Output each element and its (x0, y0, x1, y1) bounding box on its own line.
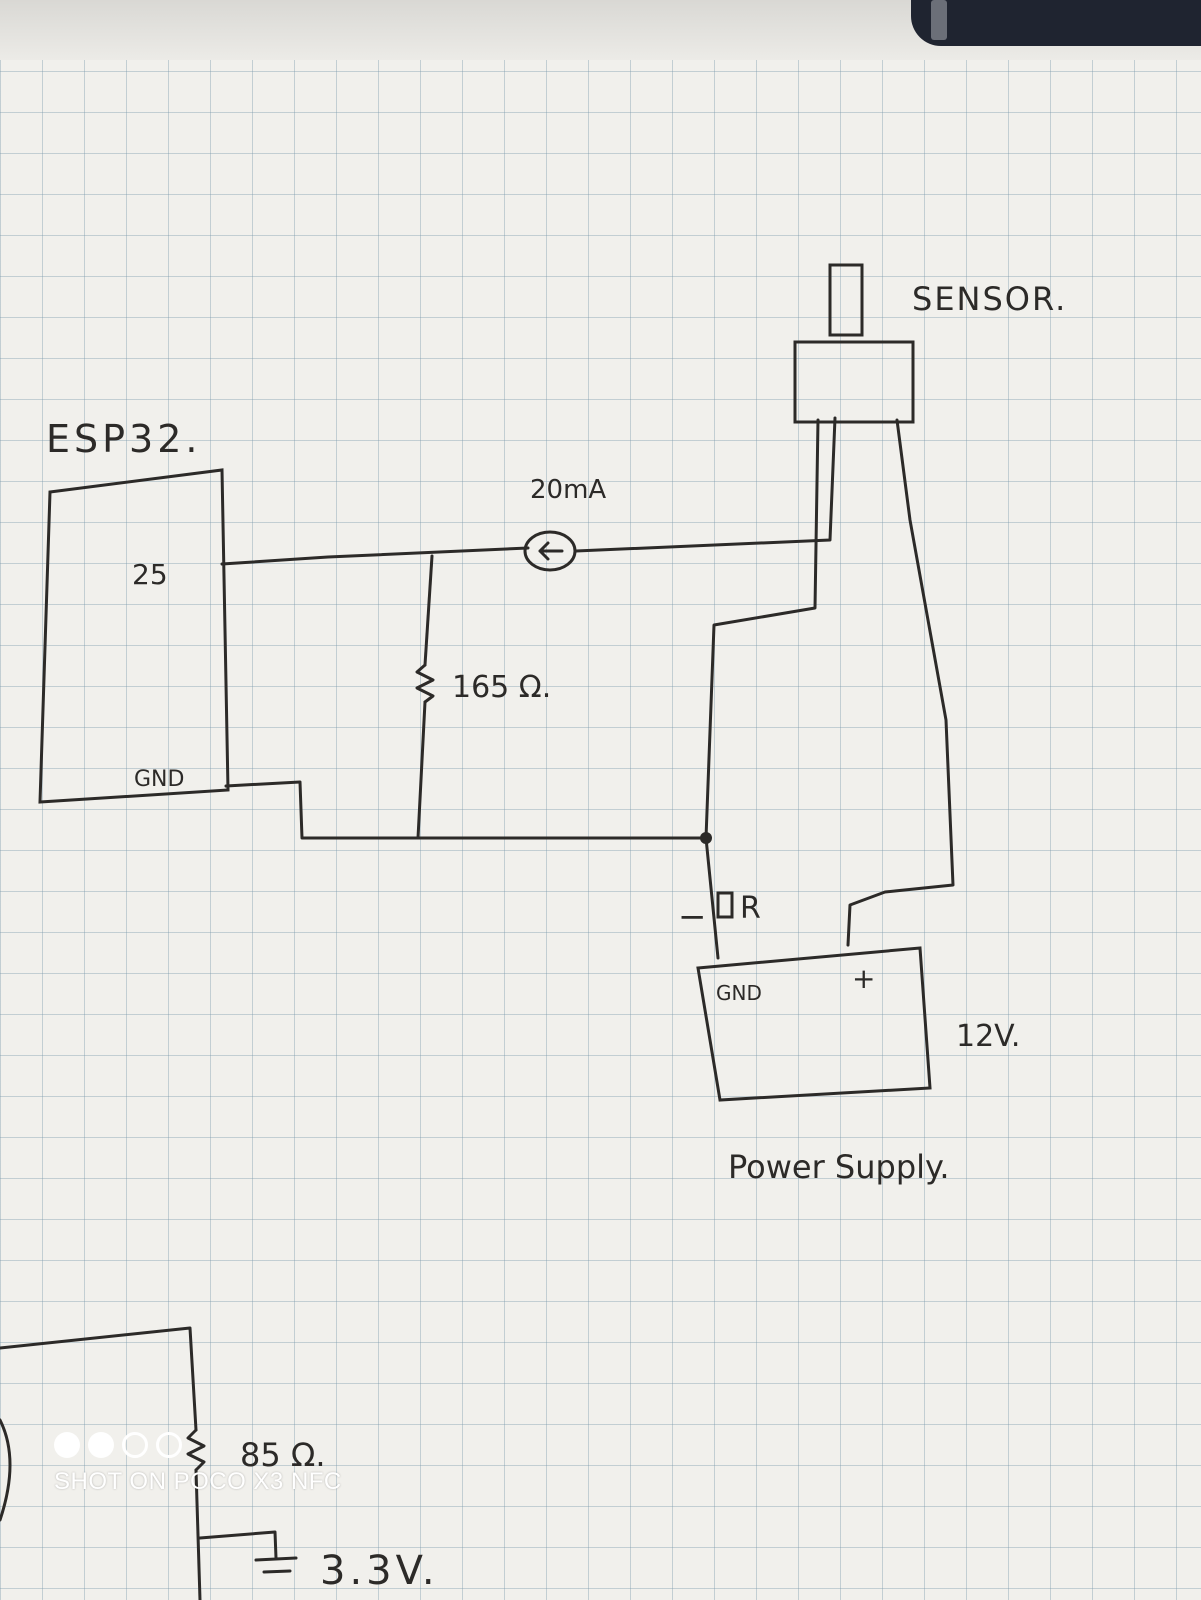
lower-resistor-wire (194, 1468, 202, 1600)
voltage-lower-label: 3.3V. (320, 1548, 439, 1594)
resistor-bottom-wire (416, 700, 427, 840)
supply-plus-label: + (852, 962, 875, 995)
sensor-label: SENSOR. (912, 280, 1067, 318)
small-resistor (716, 891, 734, 919)
signal-wire (220, 546, 530, 566)
battery-symbol (198, 1530, 298, 1574)
camera-watermark: SHOT ON POCO X3 NFC (54, 1432, 342, 1496)
current-source-label: 20mA (530, 475, 606, 505)
power-supply-label: Power Supply. (728, 1148, 950, 1186)
voltage-label: 12V. (956, 1019, 1020, 1054)
sensor-body (793, 340, 915, 424)
sensor-signal-wire (574, 416, 837, 553)
sensor-return-wire (704, 418, 820, 840)
resistor-r-label: R (740, 891, 761, 926)
ground-to-supply-wire (704, 836, 720, 960)
lower-box-wire (0, 1326, 198, 1432)
resistor-main-label: 165 Ω. (452, 670, 551, 705)
ground-wire (224, 780, 708, 840)
resistor-zigzag (415, 663, 435, 704)
arrow-left-icon (538, 541, 564, 561)
resistor-top-wire (423, 554, 434, 667)
dark-object-corner (911, 0, 1201, 46)
dot-outline-icon (122, 1432, 148, 1458)
resistor-lower-label: 85 Ω. (240, 1436, 326, 1474)
watermark-dots (54, 1432, 342, 1458)
esp32-label: ESP32. (46, 417, 201, 461)
supply-positive-wire (846, 418, 955, 947)
sensor-probe (828, 263, 864, 337)
esp32-box (38, 468, 230, 804)
dot-icon (54, 1432, 80, 1458)
dot-outline-icon (156, 1432, 182, 1458)
watermark-text: SHOT ON POCO X3 NFC (54, 1468, 342, 1495)
minus-sign: − (678, 897, 707, 937)
power-supply-box (696, 946, 932, 1102)
pin-gnd-label: GND (134, 767, 184, 792)
pin-25-label: 25 (132, 558, 168, 591)
dot-icon (88, 1432, 114, 1458)
lower-resistor-zigzag (186, 1428, 206, 1472)
left-edge-curve (0, 1418, 12, 1522)
supply-gnd-label: GND (716, 981, 762, 1005)
